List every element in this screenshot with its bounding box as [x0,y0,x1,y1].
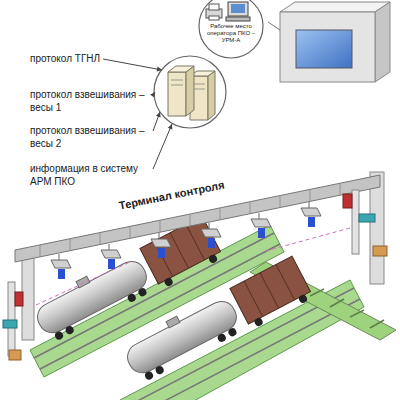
leader-line [153,112,160,131]
server-icon [154,56,226,128]
protocol-label: протокол взвешивания – весы 2 [30,124,150,150]
leader-arrowhead [156,112,161,118]
leader-line [153,124,172,169]
cameras [51,202,321,279]
leader-arrowhead [150,92,155,98]
protocol-label: протокол взвешивания – весы 1 [30,88,150,114]
node-text-box: Рабочее место оператора ПКО – УРМ-А [194,0,268,44]
signal-poles [3,190,387,360]
node-text: Рабочее место оператора ПКО – УРМ-А [202,23,260,44]
control-gantry [15,172,384,340]
leader-arrowhead [168,124,173,130]
leader-arrowhead [157,67,162,72]
workstation-circle: Рабочее место оператора ПКО – УРМ-А [194,0,268,58]
sensor-beams [36,228,350,305]
protocol-label: протокол ТГНЛ [30,52,100,65]
gantry-title: Терминал контроля [118,177,226,212]
wagons [120,256,314,387]
operator-monitor [268,2,390,82]
protocol-label: информация в систему АРМ ПКО [30,162,150,188]
leader-line [103,59,162,70]
